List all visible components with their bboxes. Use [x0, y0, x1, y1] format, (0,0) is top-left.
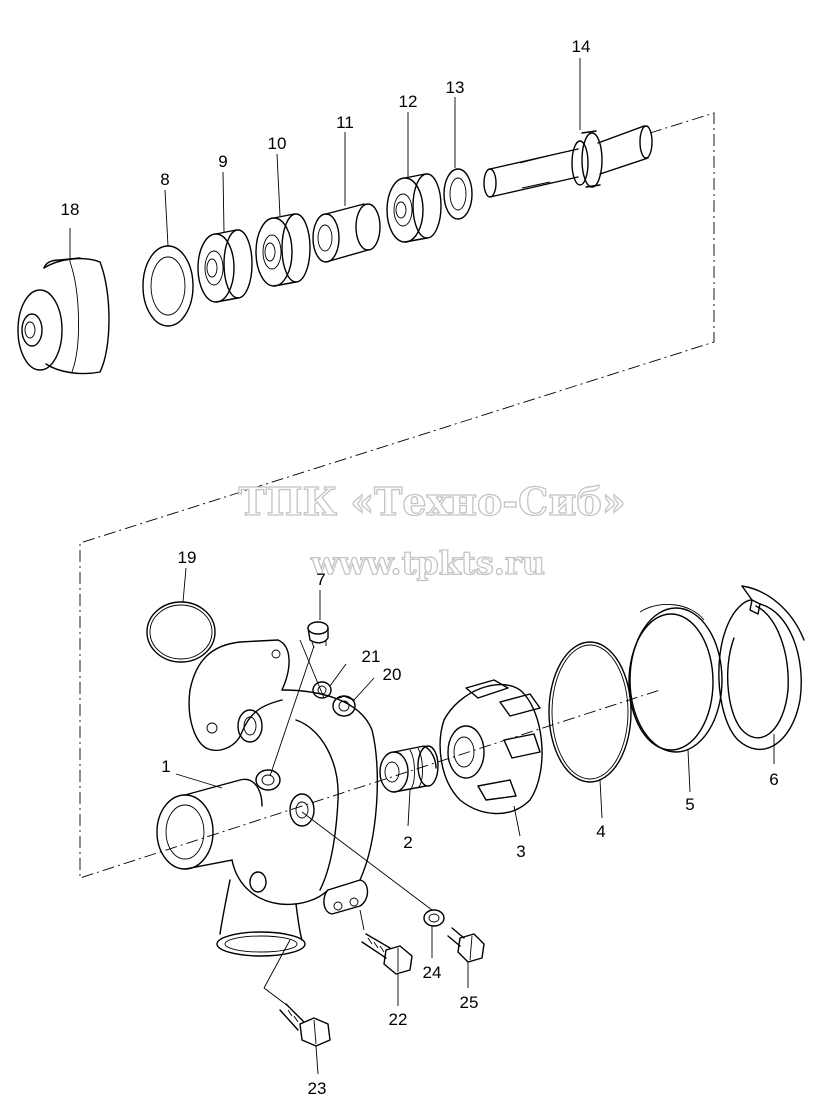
callout-5: 5	[685, 795, 694, 814]
callout-2: 2	[403, 833, 412, 852]
part-18-housing-cup	[17, 257, 110, 375]
callout-18: 18	[61, 200, 80, 219]
part-4-o-ring-inner	[551, 644, 629, 780]
part-12-bearing	[386, 173, 442, 243]
callout-22: 22	[389, 1010, 408, 1029]
callout-6: 6	[769, 770, 778, 789]
callout-25: 25	[460, 993, 479, 1012]
part-25-bolt	[447, 927, 485, 963]
callout-20: 20	[383, 665, 402, 684]
part-8-washer	[142, 245, 194, 327]
part-6-snap-ring	[718, 585, 805, 751]
part-10-bearing	[255, 213, 311, 287]
part-7-grease-nipple	[307, 621, 329, 649]
callout-1: 1	[161, 757, 170, 776]
callout-4: 4	[596, 822, 605, 841]
callout-19: 19	[178, 548, 197, 567]
callout-23: 23	[308, 1079, 327, 1098]
callout-12: 12	[399, 92, 418, 111]
part-24-washer-hole	[428, 913, 440, 923]
part-20-nut	[332, 695, 356, 717]
part-19-o-ring	[146, 601, 216, 663]
part-23-bolt	[279, 1003, 331, 1047]
part-3-impeller	[439, 679, 543, 815]
part-19-o-ring-inner	[149, 604, 213, 660]
part-22-bolt	[361, 933, 413, 975]
callout-21: 21	[362, 647, 381, 666]
watermark-company: ТПК «Техно-Сиб»	[238, 479, 625, 524]
part-24-washer	[423, 909, 445, 927]
callout-7: 7	[316, 570, 325, 589]
part-4-o-ring	[548, 641, 632, 783]
callout-3: 3	[516, 842, 525, 861]
leader-lines	[69, 58, 775, 1075]
watermark-url: www.tpkts.ru	[310, 544, 545, 582]
part-5-sealing-band	[628, 604, 723, 753]
callout-9: 9	[218, 152, 227, 171]
callout-24: 24	[423, 963, 442, 982]
part-13-washer	[443, 168, 473, 220]
part-1-pump-body	[156, 639, 379, 957]
callout-10: 10	[268, 134, 287, 153]
part-14-shaft	[483, 125, 653, 198]
callout-14: 14	[572, 37, 591, 56]
callout-13: 13	[446, 78, 465, 97]
part-21-washer	[312, 681, 332, 699]
callout-8: 8	[160, 170, 169, 189]
part-11-spacer-sleeve	[312, 203, 381, 263]
part-2-seal	[379, 745, 439, 793]
callout-11: 11	[336, 113, 354, 132]
part-9-bearing	[197, 229, 253, 303]
assembly-outline	[79, 112, 715, 879]
